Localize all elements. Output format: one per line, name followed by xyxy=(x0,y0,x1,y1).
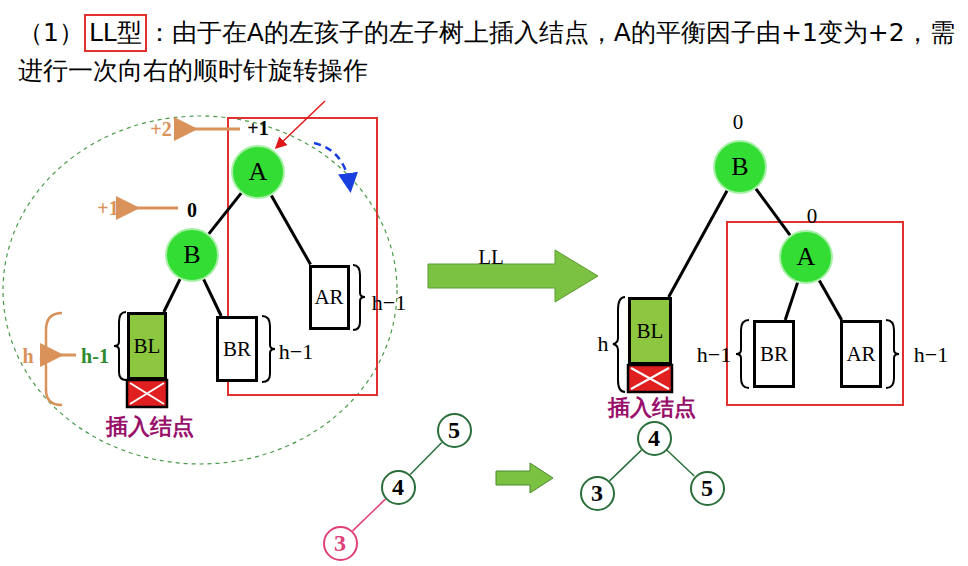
node-shape xyxy=(129,314,166,379)
inserted-node xyxy=(127,380,167,407)
tree-edge xyxy=(667,450,695,476)
tree-node-circle: 4 xyxy=(637,421,672,456)
tree-edge xyxy=(410,442,441,474)
rotation-arrow xyxy=(314,143,350,188)
heading-row: （1）LL型：由于在A的左孩子的左子树上插入结点，A的平衡因子由+1变为+2，需… xyxy=(18,14,963,89)
node-label: BR xyxy=(760,342,788,367)
annotation-label: 0 xyxy=(187,199,197,222)
tree-edge xyxy=(209,193,241,234)
heading-text: LL型 xyxy=(89,18,142,47)
subtree-box: AR xyxy=(840,320,882,388)
node-shape xyxy=(714,141,766,193)
annotation-label: +1 xyxy=(247,117,268,140)
node-shape xyxy=(581,477,614,510)
node-shape xyxy=(218,318,257,381)
red-pointer xyxy=(277,101,325,147)
annotation-label: h−1 xyxy=(697,342,731,368)
node-label: AR xyxy=(314,285,343,310)
brace xyxy=(886,320,899,388)
subtree-box: BL xyxy=(628,297,672,365)
heading-text: ：由于在A的左孩子的左子树上插入结点，A的平衡因子由+1变为+2，需进行一次向右… xyxy=(18,18,955,85)
node-label: 3 xyxy=(334,530,346,557)
brace xyxy=(353,265,365,330)
subtree-box: BR xyxy=(216,316,258,382)
big-arrow xyxy=(428,250,598,302)
annotation-label: LL xyxy=(478,245,504,270)
tree-node-circle: 5 xyxy=(437,413,472,448)
annotation-label: h−1 xyxy=(279,339,313,365)
node-label: 4 xyxy=(392,474,404,501)
node-label: BR xyxy=(223,337,251,362)
tree-edge xyxy=(669,191,727,297)
small-arrow xyxy=(496,463,553,493)
node-shape xyxy=(630,299,671,364)
tree-edge xyxy=(164,279,180,312)
node-label: BL xyxy=(637,319,664,344)
annotation-label: +2 xyxy=(150,118,171,141)
node-shape xyxy=(310,266,348,328)
tree-node-circle: A xyxy=(231,145,285,199)
tree-edge xyxy=(204,279,222,316)
tree-node-circle: A xyxy=(779,230,833,284)
annotation-label: +1 xyxy=(97,197,118,220)
node-shape xyxy=(638,422,671,455)
brace xyxy=(613,297,625,392)
node-shape xyxy=(232,146,284,198)
node-label: 4 xyxy=(648,425,660,452)
node-shape xyxy=(166,229,218,281)
node-label: 5 xyxy=(701,475,713,502)
tree-node-circle: 3 xyxy=(323,526,358,561)
tree-edge xyxy=(353,499,386,531)
node-shape xyxy=(780,231,832,283)
node-label: AR xyxy=(846,342,875,367)
dashed-region xyxy=(3,116,397,464)
node-shape xyxy=(691,472,724,505)
annotation-label: h xyxy=(22,345,33,368)
tree-node-circle: 4 xyxy=(381,470,416,505)
red-frame xyxy=(727,222,903,405)
annotation-label: h−1 xyxy=(372,290,406,316)
node-label: A xyxy=(249,157,268,187)
node-shape xyxy=(438,414,471,447)
tree-edge xyxy=(785,283,797,320)
node-label: BL xyxy=(134,334,161,359)
annotation-label: 0 xyxy=(733,110,744,135)
orange-arrow xyxy=(128,207,178,210)
node-label: B xyxy=(731,152,748,182)
node-shape xyxy=(755,322,794,387)
tree-edge xyxy=(819,280,841,320)
node-shape xyxy=(842,322,881,387)
tree-edge xyxy=(756,189,790,235)
orange-arrow xyxy=(186,128,240,131)
tree-node-circle: 3 xyxy=(580,476,615,511)
annotation-label: 插入结点 xyxy=(106,412,194,442)
tree-edge xyxy=(610,450,642,481)
annotation-label: h−1 xyxy=(914,342,948,368)
node-label: 5 xyxy=(448,417,460,444)
subtree-box: AR xyxy=(309,265,350,330)
brace xyxy=(736,320,749,388)
node-label: 3 xyxy=(591,480,603,507)
inserted-node xyxy=(628,365,672,392)
tree-node-circle: B xyxy=(165,228,219,282)
annotation-label: h xyxy=(598,331,609,357)
tree-node-circle: B xyxy=(713,140,767,194)
orange-arrow xyxy=(52,354,76,357)
node-label: B xyxy=(183,240,200,270)
annotation-label: 插入结点 xyxy=(608,393,696,423)
node-shape xyxy=(382,471,415,504)
node-label: A xyxy=(797,242,816,272)
brace xyxy=(40,313,62,405)
node-shape xyxy=(324,527,357,560)
annotation-label: 0 xyxy=(807,204,818,229)
highlight-box: LL型 xyxy=(84,14,147,52)
tree-edge xyxy=(271,195,310,264)
annotation-label: h-1 xyxy=(81,345,109,368)
subtree-box: BR xyxy=(753,320,795,388)
tree-node-circle: 5 xyxy=(690,471,725,506)
heading-text: （1） xyxy=(18,18,84,47)
brace xyxy=(262,316,275,382)
subtree-box: BL xyxy=(127,312,167,380)
brace xyxy=(114,312,126,380)
